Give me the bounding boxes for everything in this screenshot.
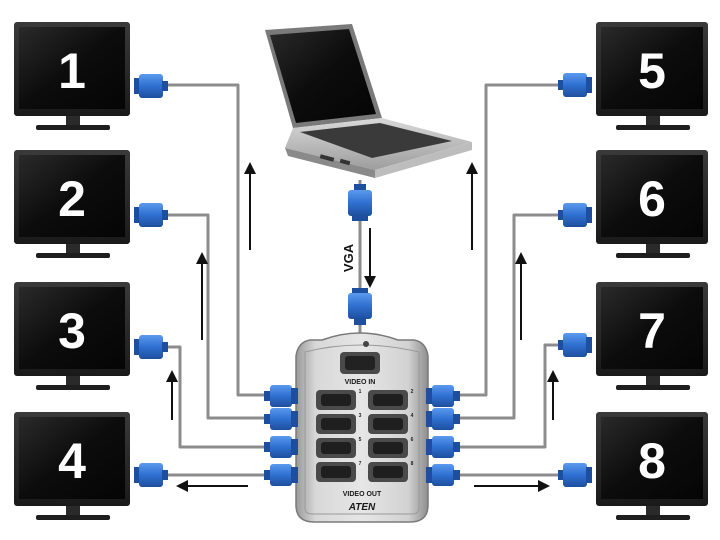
vga-connector-icon (558, 203, 592, 227)
vga-connector-icon (134, 335, 168, 359)
monitor-icon (596, 22, 708, 130)
monitor-connectors (134, 73, 592, 487)
port-number: 4 (411, 413, 414, 419)
monitor-1: 1 (14, 22, 130, 130)
monitor-6: 6 (596, 150, 708, 258)
vga-connector-icon (558, 73, 592, 97)
signal-arrows (166, 162, 559, 492)
monitor-number: 7 (638, 303, 666, 359)
monitor-number: 2 (58, 171, 86, 227)
port-number: 1 (359, 389, 362, 395)
monitor-icon (596, 282, 708, 390)
cable-monitor-5 (456, 83, 560, 397)
monitor-5: 5 (596, 22, 708, 130)
monitor-number: 3 (58, 303, 86, 359)
port-number: 8 (411, 461, 414, 467)
cable-monitor-2 (165, 213, 265, 420)
cables (165, 83, 560, 477)
splitter-connectors-right (426, 385, 460, 486)
vga-connector-icon (426, 408, 460, 430)
monitor-number: 4 (58, 433, 86, 489)
laptop (265, 24, 472, 178)
monitor-icon (14, 22, 130, 130)
monitor-icon (596, 150, 708, 258)
vga-connector-icon (426, 436, 460, 458)
monitor-icon (14, 150, 130, 258)
laptop-icon (265, 24, 472, 178)
monitor-number: 5 (638, 43, 666, 99)
vga-cable-label: VGA (341, 243, 356, 272)
vga-connector-icon (558, 333, 592, 357)
monitor-2: 2 (14, 150, 130, 258)
splitter-device: VIDEO IN 1 2 3 4 5 6 7 8 VIDEO OUT ATEN (295, 332, 429, 523)
cable-monitor-3 (165, 345, 265, 449)
monitor-number: 8 (638, 433, 666, 489)
splitter-connectors-left (264, 385, 298, 486)
monitor-icon (596, 412, 708, 520)
monitor-7: 7 (596, 282, 708, 390)
cable-monitor-6 (456, 213, 560, 420)
splitter-device-icon (295, 332, 429, 523)
vga-connector-icon (264, 385, 298, 407)
port-number: 7 (359, 461, 362, 467)
video-out-label: VIDEO OUT (343, 491, 382, 498)
vga-connector-icon (426, 464, 460, 486)
vga-connector-icon (134, 74, 168, 98)
video-in-label: VIDEO IN (345, 379, 376, 386)
vga-connector-icon (264, 436, 298, 458)
monitor-number: 6 (638, 171, 666, 227)
monitor-3: 3 (14, 282, 130, 390)
vga-connector-icon (348, 288, 372, 325)
brand-logo: ATEN (348, 502, 376, 513)
cable-monitor-7 (456, 343, 560, 449)
vga-connector-icon (426, 385, 460, 407)
cable-monitor-1 (165, 83, 265, 397)
vga-connector-icon (264, 408, 298, 430)
port-number: 5 (359, 437, 362, 443)
vga-connector-icon (558, 463, 592, 487)
monitor-4: 4 (14, 412, 130, 520)
monitor-number: 1 (58, 43, 86, 99)
vga-connector-icon (264, 464, 298, 486)
monitor-icon (14, 412, 130, 520)
port-number: 6 (411, 437, 414, 443)
port-number: 2 (411, 389, 414, 395)
monitor-8: 8 (596, 412, 708, 520)
monitor-icon (14, 282, 130, 390)
port-number: 3 (359, 413, 362, 419)
vga-connector-icon (134, 463, 168, 487)
vga-connector-icon (348, 184, 372, 221)
vga-connector-icon (134, 203, 168, 227)
